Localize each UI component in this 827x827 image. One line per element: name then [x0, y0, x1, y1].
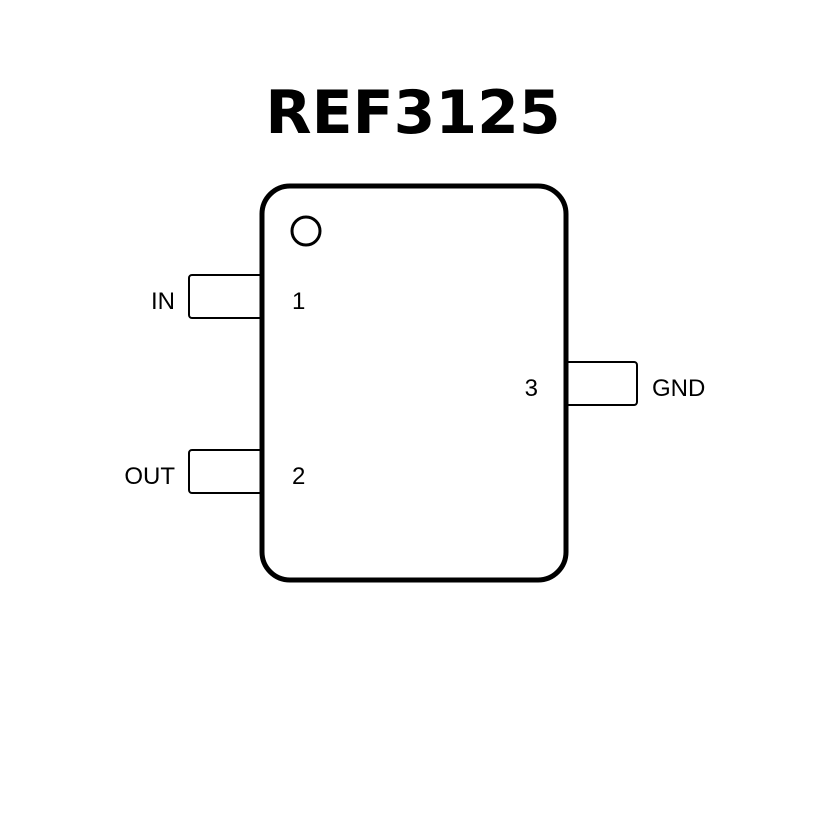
pin-2-lead	[188, 449, 264, 494]
pin-1-number: 1	[292, 288, 305, 315]
pin-1-lead	[188, 274, 264, 319]
pin-2-number: 2	[292, 463, 305, 490]
pin-1-name: IN	[151, 288, 175, 315]
pin-3-number: 3	[525, 375, 538, 402]
pin-3-lead	[564, 361, 638, 406]
pin-2-name: OUT	[124, 463, 175, 490]
pin-3-name: GND	[652, 375, 705, 402]
pin1-indicator-dot	[290, 215, 322, 247]
package-body	[259, 183, 569, 583]
part-title: REF3125	[265, 78, 560, 148]
